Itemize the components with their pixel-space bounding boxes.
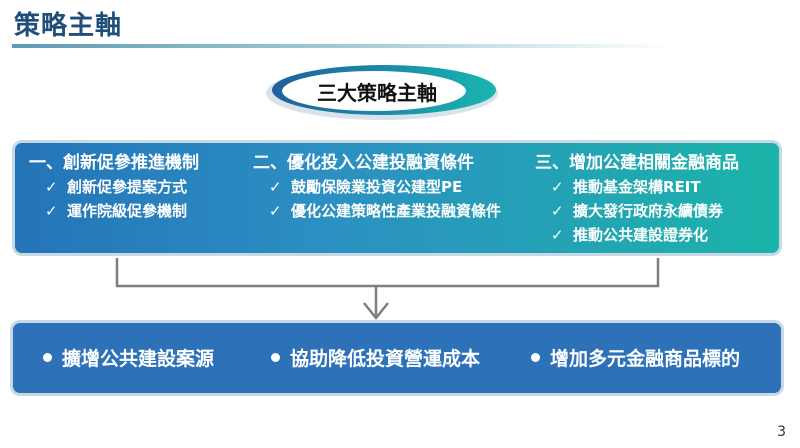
check-icon: ✓ — [45, 202, 58, 220]
item-label: 優化公建策略性產業投融資條件 — [291, 202, 502, 220]
strategy-panel: 一、創新促參推進機制 ✓ 創新促參提案方式 ✓ 運作院級促參機制 二、優化投入公建投… — [12, 140, 782, 256]
outcome-item: 擴增公共建設案源 — [43, 345, 214, 373]
column-heading: 三、增加公建相關金融商品 — [535, 153, 739, 173]
bullet-icon — [531, 353, 540, 362]
outcome-label: 協助降低投資營運成本 — [290, 348, 481, 370]
item-label: 推動基金架構REIT — [573, 178, 701, 196]
outcome-item: 增加多元金融商品標的 — [531, 345, 740, 373]
badge-shape — [266, 65, 498, 120]
check-icon: ✓ — [269, 178, 282, 196]
page-number: 3 — [777, 424, 786, 440]
check-icon: ✓ — [551, 178, 564, 196]
check-icon: ✓ — [551, 202, 564, 220]
slide-title: 策略主軸 — [14, 11, 123, 41]
item-label: 運作院級促參機制 — [67, 202, 188, 220]
list-item: ✓ 運作院級促參機制 — [29, 199, 199, 223]
strategy-badge: 三大策略主軸 — [262, 60, 502, 122]
outcome-item: 協助降低投資營運成本 — [271, 345, 480, 373]
item-label: 鼓勵保險業投資公建型PE — [291, 178, 463, 196]
badge-label: 三大策略主軸 — [317, 80, 437, 105]
list-item: ✓ 推動公共建設證券化 — [535, 223, 739, 247]
column-heading: 一、創新促參推進機制 — [29, 153, 199, 173]
outcome-label: 增加多元金融商品標的 — [550, 348, 741, 370]
strategy-column-2: 二、優化投入公建投融資條件 ✓ 鼓勵保險業投資公建型PE ✓ 優化公建策略性產業投融… — [253, 151, 501, 223]
item-label: 推動公共建設證券化 — [573, 226, 709, 244]
outcome-label: 擴增公共建設案源 — [62, 348, 215, 370]
item-label: 創新促參提案方式 — [67, 178, 188, 196]
check-icon: ✓ — [551, 226, 564, 244]
list-item: ✓ 優化公建策略性產業投融資條件 — [253, 199, 501, 223]
list-item: ✓ 推動基金架構REIT — [535, 175, 739, 199]
title-underline — [12, 44, 672, 48]
check-icon: ✓ — [45, 178, 58, 196]
list-item: ✓ 擴大發行政府永續債券 — [535, 199, 739, 223]
list-item: ✓ 創新促參提案方式 — [29, 175, 199, 199]
bullet-icon — [43, 353, 52, 362]
outcome-bar: 擴增公共建設案源 協助降低投資營運成本 增加多元金融商品標的 — [10, 320, 784, 396]
bullet-icon — [271, 353, 280, 362]
strategy-column-1: 一、創新促參推進機制 ✓ 創新促參提案方式 ✓ 運作院級促參機制 — [29, 151, 199, 223]
check-icon: ✓ — [269, 202, 282, 220]
list-item: ✓ 鼓勵保險業投資公建型PE — [253, 175, 501, 199]
strategy-column-3: 三、增加公建相關金融商品 ✓ 推動基金架構REIT ✓ 擴大發行政府永續債券 ✓ 推動… — [535, 151, 739, 247]
column-heading: 二、優化投入公建投融資條件 — [253, 153, 474, 173]
item-label: 擴大發行政府永續債券 — [573, 202, 724, 220]
